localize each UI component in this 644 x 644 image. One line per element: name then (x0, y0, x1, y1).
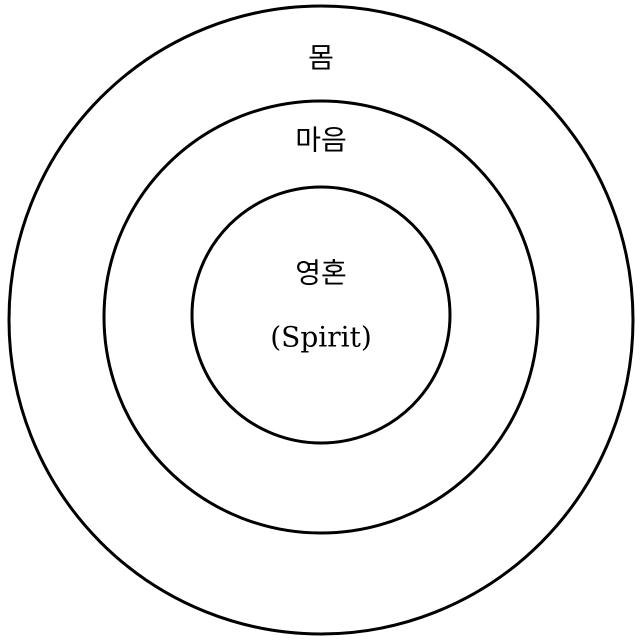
inner-circle-label: 영혼 (295, 257, 347, 290)
inner-circle-spirit (190, 185, 452, 445)
middle-circle-label: 마음 (295, 124, 347, 157)
outer-circle-body (7, 4, 635, 636)
outer-circle-label: 몸 (308, 42, 334, 75)
inner-circle-sublabel: (Spirit) (270, 321, 372, 354)
middle-circle-mind (102, 99, 540, 535)
